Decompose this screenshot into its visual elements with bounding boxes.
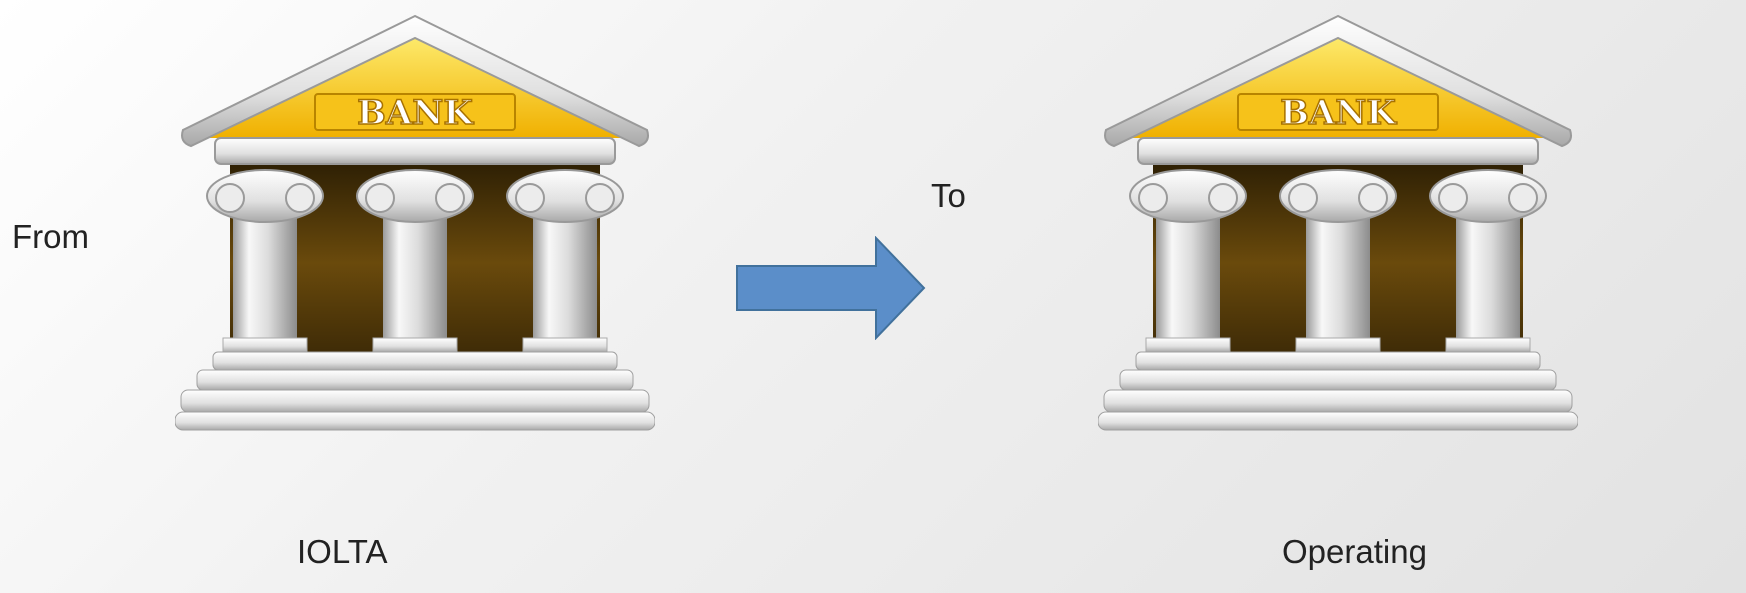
right-arrow-icon: [736, 236, 926, 340]
bank-icon: BANK: [175, 8, 655, 433]
destination-account-label: Operating: [1282, 535, 1427, 568]
source-account-label: IOLTA: [297, 535, 387, 568]
svg-text:BANK: BANK: [357, 93, 474, 133]
to-label: To: [931, 179, 966, 212]
from-label: From: [12, 220, 89, 253]
bank-icon: BANK: [1098, 8, 1578, 433]
svg-text:BANK: BANK: [1280, 93, 1397, 133]
